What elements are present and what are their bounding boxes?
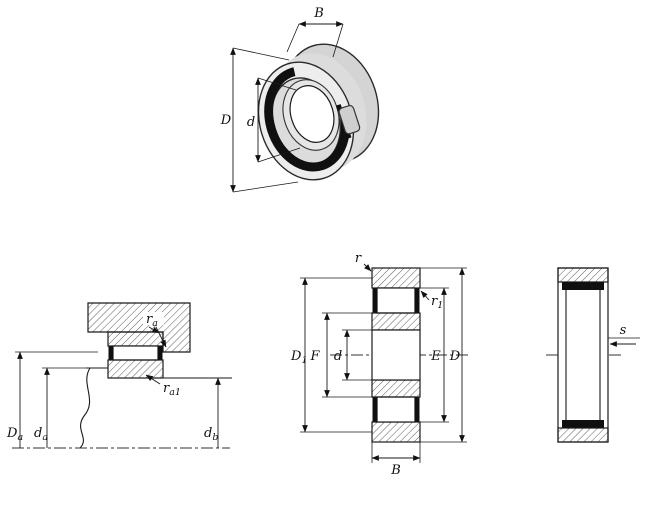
outer-ring-section [107, 331, 164, 347]
dim-label-Dmid: D [449, 349, 461, 364]
dim-label-Bmid: B [390, 463, 401, 478]
dim-D1: D1 [290, 277, 372, 433]
dim-label-ra1: ra1 [163, 381, 181, 398]
dim-label-da: da [34, 426, 48, 443]
cross-section-view: r r1 D1 F d [290, 251, 468, 478]
dim-ra1: ra1 [145, 374, 181, 398]
perspective-view: B D d [220, 6, 380, 193]
dim-D-3d: D [220, 47, 299, 193]
dim-d-3d: d [247, 77, 301, 163]
dim-label-d-3d: d [247, 115, 255, 130]
mounting-view: ra ra1 Da da db [6, 302, 232, 449]
inner-ring-bottom [371, 379, 421, 398]
dim-label-Da: Da [6, 426, 23, 443]
inner-ring-top [371, 312, 421, 331]
cage-bottom-left [372, 397, 378, 422]
dim-ra: ra [143, 312, 167, 348]
dim-r: r [355, 251, 372, 272]
cage-right [158, 346, 163, 360]
dim-da: da [34, 367, 86, 448]
dim-Bmid: B [371, 442, 421, 478]
dim-s: s [608, 323, 640, 347]
cage-left [108, 346, 113, 360]
dim-label-D-3d: D [220, 113, 232, 128]
dim-label-r: r [355, 251, 362, 266]
dim-E: E [420, 287, 449, 423]
dim-label-s: s [620, 323, 627, 338]
dim-db: db [204, 377, 221, 448]
cage-top-left [372, 288, 378, 313]
roller-3d [335, 104, 361, 139]
dim-B-3d: B [286, 6, 344, 58]
roller-top [376, 287, 416, 314]
side-view: s [546, 267, 640, 443]
outer-ring-bottom [371, 421, 421, 443]
dim-label-ra: ra [146, 312, 158, 329]
dim-label-B-3d: B [313, 6, 324, 21]
dim-label-r1: r1 [431, 294, 443, 311]
shaft-break-line [79, 367, 91, 449]
dim-Dmid: D [420, 267, 467, 443]
dim-label-F: F [309, 349, 320, 364]
dim-label-db: db [204, 426, 218, 443]
outer-ring-top [371, 267, 421, 289]
bore-hole [289, 85, 335, 143]
cage-bottom-right [414, 397, 420, 422]
dim-label-E: E [430, 349, 441, 364]
side-cage-bottom [562, 420, 604, 428]
inner-ring-section [107, 359, 164, 379]
inner-ring-bore [371, 329, 421, 381]
side-outer-ring-top [557, 267, 609, 283]
roller-bottom [376, 396, 416, 423]
side-outer-ring-bottom [557, 427, 609, 443]
dim-label-D1: D1 [290, 349, 307, 366]
dim-r1: r1 [420, 290, 443, 311]
dim-label-d: d [334, 349, 342, 364]
dim-Da: Da [6, 351, 98, 448]
side-cage-top [562, 282, 604, 290]
dim-d: d [334, 329, 372, 381]
dim-F: F [309, 312, 372, 398]
cage-top-right [414, 288, 420, 313]
roller-section [112, 345, 159, 361]
